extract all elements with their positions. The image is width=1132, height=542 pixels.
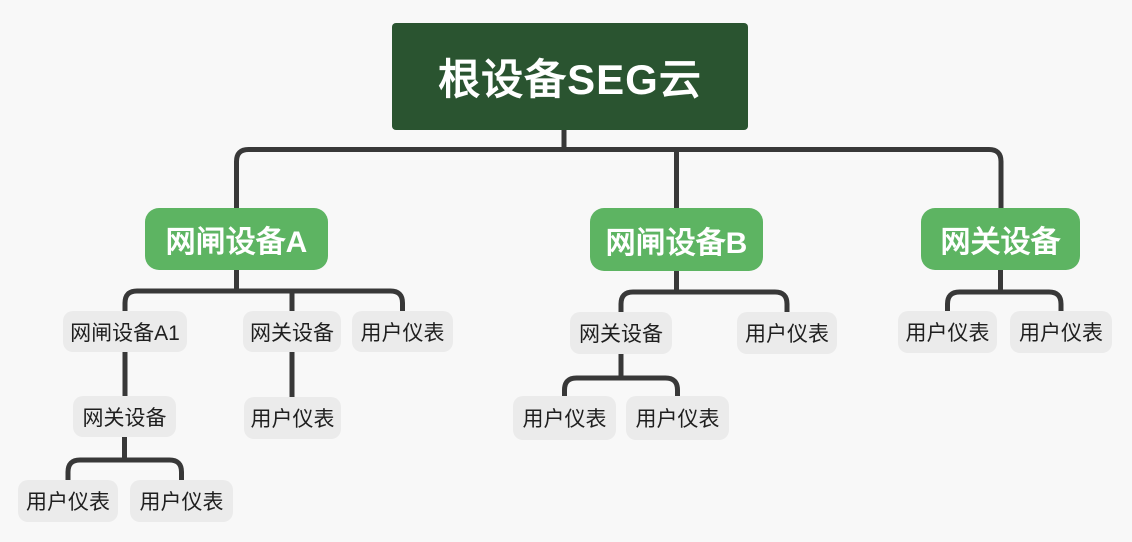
node-root-device[interactable]: 根设备SEG云 (392, 23, 748, 130)
node-user-meter-under-a[interactable]: 用户仪表 (352, 311, 453, 352)
node-user-meter-b-2[interactable]: 用户仪表 (626, 396, 729, 440)
node-user-meter-under-b[interactable]: 用户仪表 (737, 312, 837, 354)
node-gateway-right[interactable]: 网关设备 (921, 208, 1080, 270)
node-user-meter-right-1[interactable]: 用户仪表 (898, 311, 997, 353)
node-gatekeeper-a1[interactable]: 网闸设备A1 (63, 311, 187, 352)
edge-root-bar (234, 147, 1004, 209)
node-user-meter-b-1[interactable]: 用户仪表 (513, 396, 616, 440)
node-gateway-under-a[interactable]: 网关设备 (243, 311, 341, 352)
node-gatekeeper-a[interactable]: 网闸设备A (145, 208, 328, 270)
edge-a-bar (122, 288, 405, 312)
node-gateway-under-b[interactable]: 网关设备 (570, 312, 672, 354)
node-user-meter-right-2[interactable]: 用户仪表 (1010, 311, 1112, 353)
node-gateway-under-a1[interactable]: 网关设备 (73, 396, 176, 437)
node-user-meter-a1-1[interactable]: 用户仪表 (18, 480, 118, 522)
node-gatekeeper-b[interactable]: 网闸设备B (590, 208, 763, 271)
edge-a1-gateway-bar (65, 457, 184, 481)
edge-b-bar (618, 289, 790, 313)
edge-right-bar (945, 289, 1064, 312)
node-user-meter-a1-2[interactable]: 用户仪表 (130, 480, 233, 522)
edge-b-gateway-bar (562, 375, 680, 397)
node-user-meter-under-a-gateway[interactable]: 用户仪表 (244, 397, 341, 439)
